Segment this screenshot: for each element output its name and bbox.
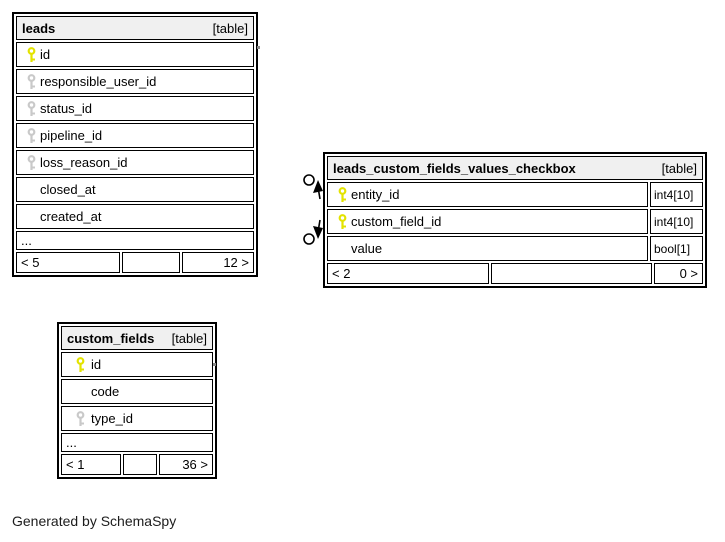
relationship-line-stub [257, 46, 260, 49]
column-row-type_id: type_id [61, 406, 213, 431]
column-row-pipeline_id: pipeline_id [16, 123, 254, 148]
footer-spacer-cell [123, 454, 157, 475]
table-title: leads_custom_fields_values_checkbox [333, 160, 576, 176]
column-row-code: code [61, 379, 213, 404]
table-header-leads-custom-fields-values-checkbox[interactable]: leads_custom_fields_values_checkbox [tab… [327, 156, 703, 180]
more-columns-indicator: ... [16, 231, 254, 250]
table-footer: < 2 0 > [327, 263, 703, 284]
column-rows: id responsible_user_id status_id pipeline_i… [16, 42, 254, 250]
generated-by-note: Generated by SchemaSpy [12, 513, 177, 529]
column-name-cell: value [327, 236, 648, 261]
foreign-key-icon [69, 410, 91, 427]
column-type: int4[10] [650, 182, 703, 207]
primary-key-icon [69, 356, 91, 373]
relationship-endpoint-custom-field-id-icon [303, 219, 323, 245]
column-name: id [40, 47, 51, 62]
column-name-cell: responsible_user_id [16, 69, 254, 94]
column-name-cell: type_id [61, 406, 213, 431]
column-name: pipeline_id [40, 128, 103, 143]
relationship-line-stub [213, 363, 216, 366]
footer-child-count: 36 > [159, 454, 213, 475]
table-type-badge: [table] [661, 160, 697, 176]
table-header-custom-fields[interactable]: custom_fields [table] [61, 326, 213, 350]
primary-key-icon [333, 213, 351, 230]
column-name-cell: pipeline_id [16, 123, 254, 148]
table-type-badge: [table] [212, 20, 248, 36]
column-row-responsible_user_id: responsible_user_id [16, 69, 254, 94]
footer-child-count: 12 > [182, 252, 254, 273]
footer-spacer-cell [491, 263, 652, 284]
column-rows: id code type_id... [61, 352, 213, 452]
column-row-id: id [61, 352, 213, 377]
column-row-value: value bool[1] [327, 236, 703, 261]
column-name: status_id [40, 101, 93, 116]
relationship-endpoint-entity-id-icon [303, 174, 323, 200]
column-name: created_at [40, 209, 102, 224]
foreign-key-icon [22, 73, 40, 90]
column-name: closed_at [40, 182, 96, 197]
column-name: loss_reason_id [40, 155, 128, 170]
column-row-closed_at: closed_at [16, 177, 254, 202]
column-name: id [91, 357, 102, 372]
foreign-key-icon [22, 154, 40, 171]
primary-key-icon [22, 46, 40, 63]
column-name: custom_field_id [351, 214, 442, 229]
table-footer: < 1 36 > [61, 454, 213, 475]
table-node-custom-fields: custom_fields [table] id code type_id... <… [57, 322, 217, 479]
column-name: entity_id [351, 187, 400, 202]
footer-parent-count: < 5 [16, 252, 120, 273]
column-row-status_id: status_id [16, 96, 254, 121]
more-columns-indicator: ... [61, 433, 213, 452]
column-row-entity_id: entity_id int4[10] [327, 182, 703, 207]
table-title: leads [22, 20, 56, 36]
column-name: code [91, 384, 120, 399]
footer-parent-count: < 2 [327, 263, 489, 284]
table-footer: < 5 12 > [16, 252, 254, 273]
column-row-created_at: created_at [16, 204, 254, 229]
table-type-badge: [table] [171, 330, 207, 346]
column-name: responsible_user_id [40, 74, 157, 89]
column-name-cell: created_at [16, 204, 254, 229]
column-name-cell: custom_field_id [327, 209, 648, 234]
column-name-cell: status_id [16, 96, 254, 121]
column-name-cell: loss_reason_id [16, 150, 254, 175]
primary-key-icon [333, 186, 351, 203]
footer-parent-count: < 1 [61, 454, 121, 475]
column-name-cell: id [16, 42, 254, 67]
column-type: bool[1] [650, 236, 703, 261]
column-rows: entity_id int4[10] custom_field_id int4[10]… [327, 182, 703, 261]
footer-spacer-cell [122, 252, 180, 273]
foreign-key-icon [22, 100, 40, 117]
table-title: custom_fields [67, 330, 155, 346]
table-header-leads[interactable]: leads [table] [16, 16, 254, 40]
column-name-cell: code [61, 379, 213, 404]
column-row-id: id [16, 42, 254, 67]
column-name-cell: id [61, 352, 213, 377]
column-name: value [351, 241, 383, 256]
column-name-cell: entity_id [327, 182, 648, 207]
column-name-cell: closed_at [16, 177, 254, 202]
table-node-leads-custom-fields-values-checkbox: leads_custom_fields_values_checkbox [tab… [323, 152, 707, 288]
footer-child-count: 0 > [654, 263, 703, 284]
column-row-loss_reason_id: loss_reason_id [16, 150, 254, 175]
column-name: type_id [91, 411, 133, 426]
column-row-custom_field_id: custom_field_id int4[10] [327, 209, 703, 234]
column-type: int4[10] [650, 209, 703, 234]
foreign-key-icon [22, 127, 40, 144]
